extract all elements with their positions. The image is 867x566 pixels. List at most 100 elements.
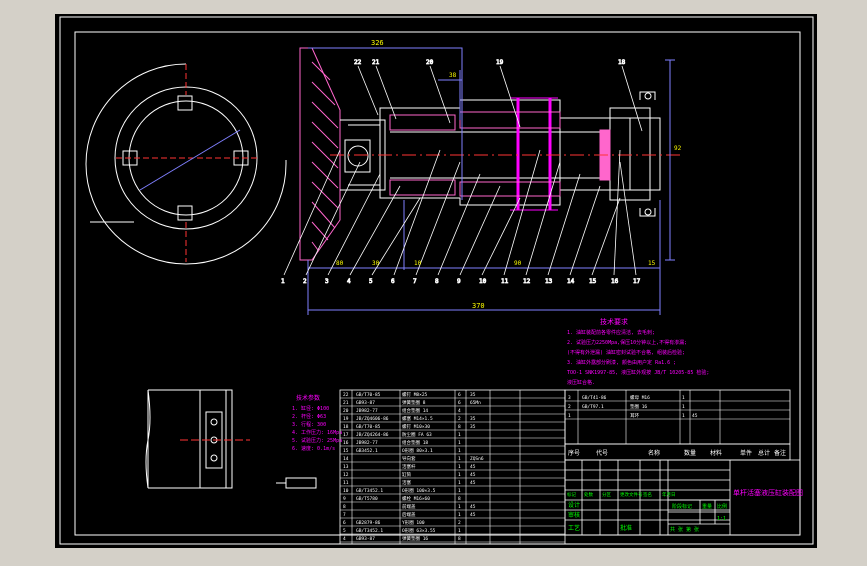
table-cell: 活塞 (402, 479, 411, 486)
table-cell: 1 (458, 464, 461, 470)
table-cell: 13 (343, 464, 349, 470)
table-cell: Y形圈 100 (402, 519, 425, 526)
title-block-row-label: 分区 (602, 491, 611, 498)
tech-notes-title: 技术要求 (600, 317, 628, 326)
table-cell: GB/T70-85 (356, 424, 381, 430)
param-line: 4. 工作压力: 16Mpa (292, 429, 342, 436)
table-cell: 耳环 (630, 413, 639, 419)
dim-seg-4: 15 (648, 260, 656, 267)
title-block-check: 审核 (568, 511, 580, 519)
table-cell: 组合垫圈 18 (402, 439, 428, 446)
param-line: 2. 杆径: Φ63 (292, 413, 326, 420)
table-cell: JB982-77 (356, 408, 378, 414)
leader-label-bottom: 9 (457, 278, 461, 285)
title-block-row-label: 签名 (643, 491, 652, 498)
title-block-row-label: 标记 (567, 491, 576, 498)
leader-line (415, 161, 461, 276)
leader-line (349, 185, 401, 276)
title-block-approve: 批准 (620, 524, 632, 532)
table-cell: 11 (343, 480, 349, 486)
table-cell: 2 (568, 404, 571, 410)
leader-label-bottom: 3 (325, 278, 329, 285)
table-cell: 21 (343, 400, 349, 406)
table-cell: 12 (343, 472, 349, 478)
table-header-cell: 数量 (684, 449, 696, 457)
dim-seg-2: 10 (414, 260, 422, 267)
table-cell: 45 (470, 512, 476, 518)
table-cell: 45 (692, 413, 698, 419)
table-cell: 螺钉 M10×30 (402, 423, 430, 430)
leader-line (619, 161, 637, 276)
leader-line (459, 185, 501, 276)
detail-view (145, 389, 250, 489)
tech-note-line: 3. 油缸外露部分刷漆, 颜色由用户定 Ra1.6 ; (567, 359, 676, 366)
table-cell: 19 (343, 416, 349, 422)
dim-top-small: 38 (449, 72, 457, 79)
table-cell: JB/ZQ4606-86 (356, 416, 389, 422)
leader-label-top: 20 (426, 59, 434, 66)
side-view-circle (85, 63, 287, 265)
table-cell: 45 (470, 504, 476, 510)
leader-line (613, 149, 621, 276)
leader-label-bottom: 2 (303, 278, 307, 285)
table-cell: GB/T3452.1 (356, 488, 383, 494)
leader-line (429, 65, 451, 124)
tech-notes-list: 1. 油缸装配前各零件应清洁, 去毛刺;2. 试验压力2250Mpa,保压10分… (567, 329, 709, 386)
title-block (564, 459, 801, 536)
leader-line (621, 65, 643, 132)
params-title: 技术参数 (296, 394, 320, 402)
leader-label-bottom: 12 (523, 278, 531, 285)
leader-label-bottom: 7 (413, 278, 417, 285)
table-cell: 35 (470, 416, 476, 422)
table-cell: 35 (470, 424, 476, 430)
table-cell: GB/T5780 (356, 496, 378, 502)
table-cell: 1 (458, 512, 461, 518)
title-block-row-label: 年月日 (662, 491, 676, 498)
leader-label-top: 19 (496, 59, 504, 66)
leader-line (393, 149, 441, 276)
leader-label-bottom: 10 (479, 278, 487, 285)
leader-line (503, 149, 541, 276)
table-cell: ZQSn6 (470, 456, 484, 462)
table-cell: 7 (343, 512, 346, 518)
table-header-cell: 总计 (758, 449, 770, 457)
table-cell: 缸筒 (402, 471, 411, 478)
table-header-cell: 名称 (648, 449, 660, 457)
table-cell: 14 (343, 456, 349, 462)
title-block-title: 单杆活塞液压缸装配图 (733, 488, 803, 497)
leader-line (591, 197, 621, 276)
table-cell: 1 (458, 488, 461, 494)
dim-top-width: 326 (371, 39, 384, 47)
table-cell: 3 (568, 395, 571, 401)
table-cell: 弹簧垫圈 16 (402, 535, 428, 542)
table-cell: 2 (458, 416, 461, 422)
table-cell: 后端盖 (402, 511, 416, 518)
table-cell: 20 (343, 408, 349, 414)
table-cell: 45 (470, 480, 476, 486)
table-cell: GB/T97.1 (582, 404, 604, 410)
title-block-process: 工艺 (568, 524, 580, 532)
table-cell: GB/T70-85 (356, 392, 381, 398)
table-cell: 10 (343, 488, 349, 494)
table-cell: JB982-77 (356, 440, 378, 446)
dim-seg-0: 80 (336, 260, 344, 267)
table-cell: 活塞杆 (402, 463, 416, 470)
leader-label-bottom: 8 (435, 278, 439, 285)
tech-note-line: 1. 油缸装配前各零件应清洁, 去毛刺; (567, 329, 655, 336)
table-cell: 45 (470, 464, 476, 470)
table-cell: 弹簧垫圈 8 (402, 399, 426, 406)
leader-label-top: 18 (618, 59, 626, 66)
table-cell: 4 (343, 536, 346, 542)
table-cell: 2 (458, 520, 461, 526)
table-cell: 18 (343, 424, 349, 430)
table-cell: 8 (458, 496, 461, 502)
leader-label-bottom: 6 (391, 278, 395, 285)
title-block-weight: 重量 (702, 503, 712, 510)
leader-line (283, 149, 341, 276)
table-cell: 螺塞 M14×1.5 (402, 415, 433, 422)
table-cell: 导向套 (402, 455, 416, 462)
